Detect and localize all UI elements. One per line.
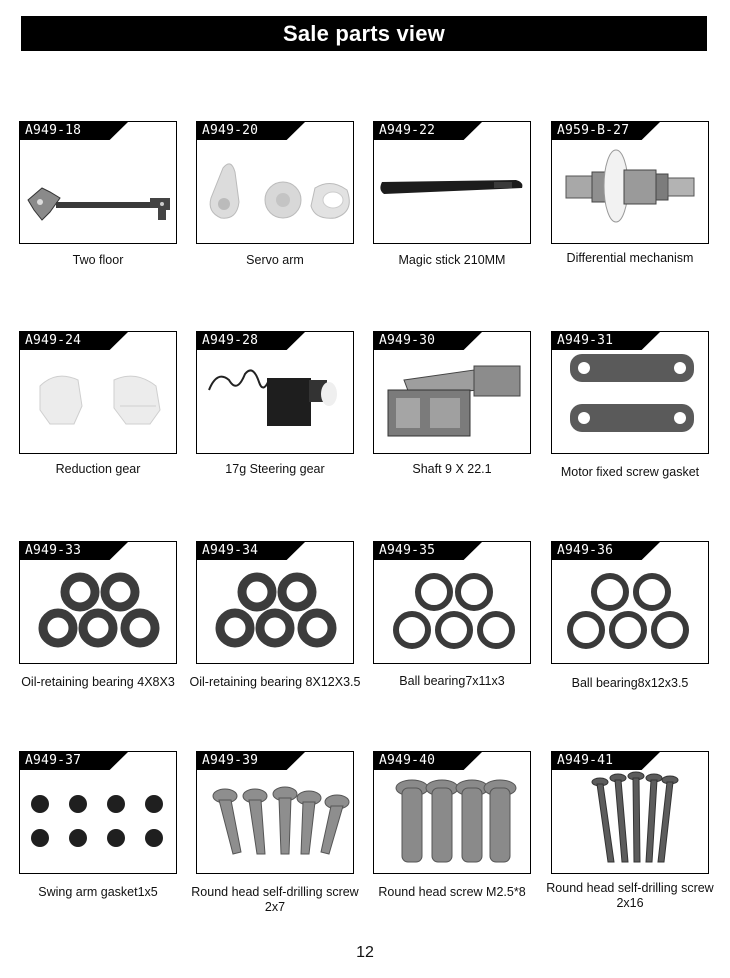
part-code: A959-B-27: [557, 123, 630, 138]
part-name: Magic stick 210MM: [398, 253, 506, 267]
part-code: A949-37: [25, 753, 82, 768]
part-code: A949-41: [557, 753, 614, 768]
part-code-tag: A949-20: [197, 122, 305, 140]
part-code: A949-40: [379, 753, 436, 768]
part-name: Oil-retaining bearing 8X12X3.5: [189, 675, 361, 689]
part-image-frame: A949-34: [196, 541, 354, 664]
part-name: Shaft 9 X 22.1: [412, 462, 492, 476]
part-code-tag: A949-28: [197, 332, 305, 350]
differential-icon: [565, 149, 695, 223]
part-code: A949-22: [379, 123, 436, 138]
bearing-icon: [215, 572, 337, 648]
part-image-frame: A949-37: [19, 751, 177, 874]
part-name: Servo arm: [246, 253, 304, 267]
screw-icon: [395, 779, 517, 863]
part-code: A949-18: [25, 123, 82, 138]
part-code: A949-39: [202, 753, 259, 768]
bearing-icon: [38, 572, 160, 648]
part-image-frame: A949-39: [196, 751, 354, 874]
part-code: A949-34: [202, 543, 259, 558]
part-image-frame: A949-24: [19, 331, 177, 454]
part-code-tag: A959-B-27: [552, 122, 660, 140]
servo-icon: [208, 369, 337, 426]
shaft-icon: [387, 365, 521, 437]
part-code-tag: A949-40: [374, 752, 482, 770]
part-name: Two floor: [72, 253, 124, 267]
part-code-tag: A949-34: [197, 542, 305, 560]
part-code: A949-36: [557, 543, 614, 558]
part-name: 17g Steering gear: [225, 462, 325, 476]
chassis-plate-icon: [27, 187, 170, 221]
part-code: A949-31: [557, 333, 614, 348]
part-image-frame: A949-36: [551, 541, 709, 664]
part-code-tag: A949-31: [552, 332, 660, 350]
part-name: Reduction gear: [55, 462, 141, 476]
part-code-tag: A949-18: [20, 122, 128, 140]
velcro-strap-icon: [380, 180, 523, 194]
part-code-tag: A949-37: [20, 752, 128, 770]
part-image-frame: A949-41: [551, 751, 709, 874]
part-name: Ball bearing7x11x3: [399, 674, 505, 688]
part-code: A949-33: [25, 543, 82, 558]
part-image-frame: A949-22: [373, 121, 531, 244]
part-name: Round head self-drilling screw 2x16: [546, 881, 714, 910]
servo-arm-icon: [209, 163, 350, 219]
part-name: Ball bearing8x12x3.5: [571, 676, 689, 690]
part-image-frame: A949-28: [196, 331, 354, 454]
part-code-tag: A949-30: [374, 332, 482, 350]
screw-icon: [212, 786, 350, 855]
long-screw-icon: [591, 771, 679, 863]
part-code-tag: A949-36: [552, 542, 660, 560]
part-image-frame: A949-35: [373, 541, 531, 664]
part-code: A949-30: [379, 333, 436, 348]
part-image-frame: A949-40: [373, 751, 531, 874]
part-image-frame: A949-31: [551, 331, 709, 454]
part-code-tag: A949-35: [374, 542, 482, 560]
part-code: A949-20: [202, 123, 259, 138]
part-image-frame: A949-20: [196, 121, 354, 244]
part-code-tag: A949-41: [552, 752, 660, 770]
page-title: Sale parts view: [21, 16, 707, 51]
reduction-gear-icon: [39, 375, 161, 425]
part-name: Round head self-drilling screw 2x7: [191, 885, 359, 914]
part-name: Round head screw M2.5*8: [378, 885, 526, 899]
part-image-frame: A949-30: [373, 331, 531, 454]
part-code-tag: A949-24: [20, 332, 128, 350]
gasket-icon: [31, 795, 163, 847]
page-number: 12: [356, 944, 374, 961]
part-code-tag: A949-33: [20, 542, 128, 560]
part-name: Differential mechanism: [566, 251, 694, 265]
part-image-frame: A949-18: [19, 121, 177, 244]
part-name: Swing arm gasket1x5: [38, 885, 158, 899]
part-image-frame: A949-33: [19, 541, 177, 664]
part-code: A949-28: [202, 333, 259, 348]
part-code-tag: A949-22: [374, 122, 482, 140]
part-name: Oil-retaining bearing 4X8X3: [21, 675, 175, 689]
part-code: A949-24: [25, 333, 82, 348]
ball-bearing-icon: [567, 573, 689, 649]
ball-bearing-icon: [393, 573, 515, 649]
part-code-tag: A949-39: [197, 752, 305, 770]
gasket-plate-icon: [570, 354, 694, 432]
part-code: A949-35: [379, 543, 436, 558]
part-name: Motor fixed screw gasket: [560, 465, 700, 479]
part-image-frame: A959-B-27: [551, 121, 709, 244]
